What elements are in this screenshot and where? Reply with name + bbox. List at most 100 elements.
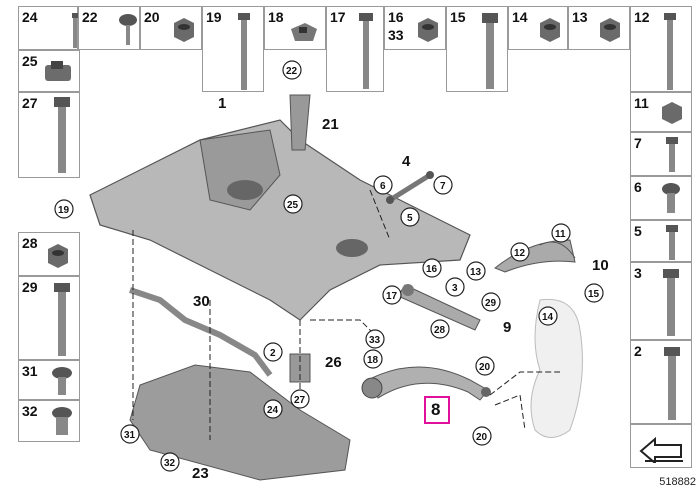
- label-4: 4: [402, 153, 411, 170]
- part-cell-5[interactable]: 5: [630, 220, 692, 262]
- callout-12[interactable]: 12: [510, 242, 530, 262]
- nut-icon: [174, 18, 194, 42]
- svg-text:3: 3: [452, 283, 458, 294]
- stabilizer-link-part: [386, 171, 434, 204]
- bolt-icon: [663, 269, 679, 336]
- part-cell-24[interactable]: 24: [18, 6, 78, 50]
- part-number: 15: [450, 9, 466, 25]
- part-cell-25[interactable]: 25: [18, 50, 80, 92]
- part-cell-12[interactable]: 12: [630, 6, 692, 92]
- callout-20-upper[interactable]: 20: [475, 356, 495, 376]
- callout-19[interactable]: 19: [54, 199, 74, 219]
- callout-24[interactable]: 24: [263, 399, 283, 419]
- part-cell-28[interactable]: 28: [18, 232, 80, 276]
- part-number: 27: [22, 95, 38, 111]
- part-cell-14[interactable]: 14: [508, 6, 568, 50]
- part-cell-18[interactable]: 18: [264, 6, 326, 50]
- callout-31[interactable]: 31: [120, 424, 140, 444]
- part-cell-20[interactable]: 20: [140, 6, 202, 50]
- long-bolt-icon: [238, 13, 250, 90]
- long-bolt-icon: [664, 347, 680, 420]
- callout-20-lower[interactable]: 20: [472, 426, 492, 446]
- part-cell-3[interactable]: 3: [630, 262, 692, 340]
- part-number: 5: [634, 223, 642, 239]
- part-number: 28: [22, 235, 38, 251]
- part-cell-2[interactable]: 2: [630, 340, 692, 424]
- callout-6[interactable]: 6: [373, 175, 393, 195]
- bolt-icon: [662, 183, 680, 213]
- callout-14[interactable]: 14: [538, 306, 558, 326]
- callout-2[interactable]: 2: [263, 342, 283, 362]
- callout-13[interactable]: 13: [466, 261, 486, 281]
- callout-32[interactable]: 32: [160, 452, 180, 472]
- part-number: 24: [22, 9, 38, 25]
- part-number: 14: [512, 9, 528, 25]
- callout-33[interactable]: 33: [365, 329, 385, 349]
- part-cell-13[interactable]: 13: [568, 6, 630, 50]
- part-cell-29[interactable]: 29: [18, 276, 80, 360]
- part-number: 31: [22, 363, 38, 379]
- part-number: 7: [634, 135, 642, 151]
- part-cell-27[interactable]: 27: [18, 92, 80, 178]
- wheel-carrier-part: [530, 298, 583, 438]
- part-cell-32[interactable]: 32: [18, 400, 80, 442]
- part-number: 19: [206, 9, 222, 25]
- long-bolt-icon: [664, 13, 676, 90]
- label-21: 21: [322, 116, 339, 133]
- svg-text:14: 14: [542, 312, 554, 323]
- svg-text:5: 5: [407, 213, 413, 224]
- screw-icon: [119, 14, 137, 45]
- callout-7[interactable]: 7: [433, 175, 453, 195]
- part-cell-19[interactable]: 19: [202, 6, 264, 92]
- callout-11[interactable]: 11: [551, 223, 571, 243]
- part-cell-16[interactable]: 16 33: [384, 6, 446, 50]
- label-23: 23: [192, 465, 209, 482]
- callout-3[interactable]: 3: [445, 277, 465, 297]
- callout-25[interactable]: 25: [283, 194, 303, 214]
- part-cell-31[interactable]: 31: [18, 360, 80, 400]
- part-cell-22[interactable]: 22: [78, 6, 140, 50]
- bracket-icon: [45, 61, 71, 81]
- callout-29[interactable]: 29: [481, 292, 501, 312]
- svg-text:13: 13: [470, 267, 482, 278]
- svg-text:17: 17: [386, 291, 398, 302]
- svg-text:32: 32: [164, 458, 176, 469]
- part-cell-17[interactable]: 17: [326, 6, 384, 92]
- bolt-icon: [72, 13, 78, 48]
- highlighted-part-number: 8: [431, 400, 441, 419]
- svg-text:16: 16: [426, 264, 438, 275]
- part-number: 20: [144, 9, 160, 25]
- nut-icon: [48, 244, 68, 268]
- shear-plate-part: [129, 364, 351, 481]
- part-cell-7[interactable]: 7: [630, 132, 692, 176]
- callout-16[interactable]: 16: [422, 258, 442, 278]
- part-cell-15[interactable]: 15: [446, 6, 508, 92]
- part-cell-11[interactable]: 11: [630, 92, 692, 132]
- callout-15[interactable]: 15: [584, 283, 604, 303]
- nut-icon: [600, 18, 620, 42]
- svg-text:24: 24: [267, 405, 279, 416]
- long-bolt-icon: [54, 283, 70, 356]
- label-1: 1: [218, 95, 226, 112]
- bracket-30-part: [129, 287, 273, 377]
- callout-28[interactable]: 28: [430, 319, 450, 339]
- clip-icon: [291, 23, 317, 41]
- part-number-sub: 33: [388, 27, 404, 43]
- callout-27[interactable]: 27: [290, 389, 310, 409]
- part-number: 29: [22, 279, 38, 295]
- callout-17[interactable]: 17: [382, 285, 402, 305]
- svg-text:20: 20: [479, 362, 491, 373]
- leader-lines: [132, 189, 560, 440]
- part-number: 22: [82, 9, 98, 25]
- arrow-icon: [639, 436, 683, 463]
- callout-18[interactable]: 18: [363, 349, 383, 369]
- part-number: 6: [634, 179, 642, 195]
- svg-text:27: 27: [294, 395, 306, 406]
- callout-22[interactable]: 22: [282, 60, 302, 80]
- callout-5[interactable]: 5: [400, 207, 420, 227]
- highlighted-part-8[interactable]: 8: [424, 396, 450, 424]
- part-cell-6[interactable]: 6: [630, 176, 692, 220]
- navigation-arrow-cell[interactable]: [630, 424, 692, 468]
- svg-text:2: 2: [270, 348, 276, 359]
